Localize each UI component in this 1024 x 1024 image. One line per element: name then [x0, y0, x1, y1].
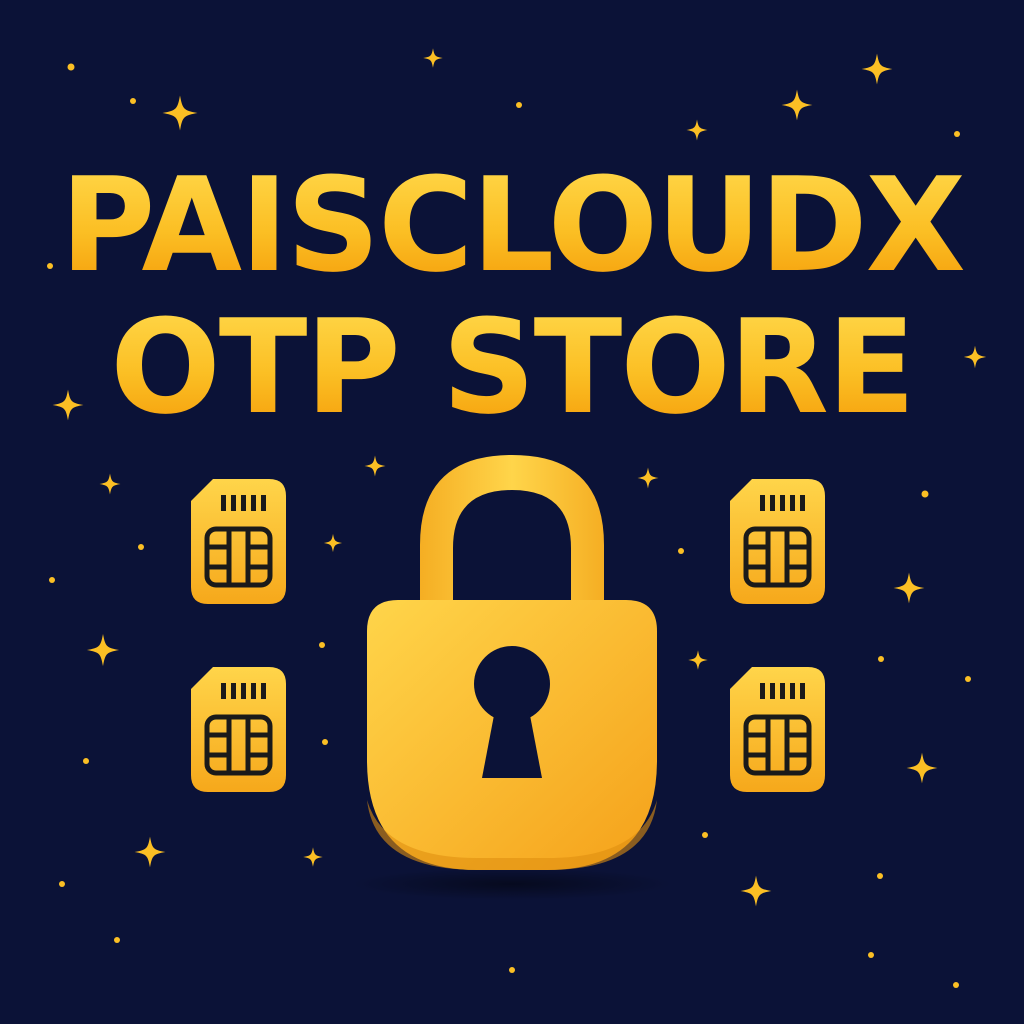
padlock-icon	[352, 455, 672, 900]
store-title: PAISCLOUDX OTP STORE	[0, 160, 1024, 432]
title-line-2: OTP STORE	[0, 302, 1024, 432]
sim-card-icon	[191, 667, 286, 792]
keyhole-icon	[474, 646, 550, 778]
dot-stars	[47, 63, 971, 988]
sim-card-icon	[730, 479, 825, 604]
sim-card-icon	[730, 667, 825, 792]
sim-card-icon	[191, 479, 286, 604]
title-line-1: PAISCLOUDX	[0, 160, 1024, 290]
